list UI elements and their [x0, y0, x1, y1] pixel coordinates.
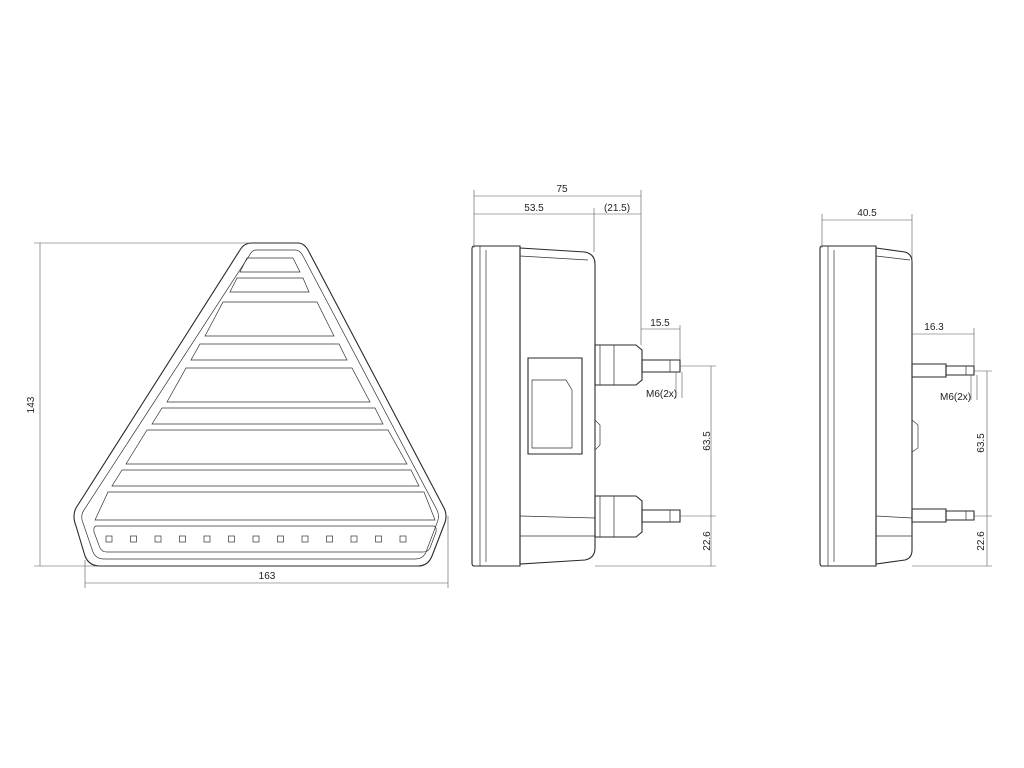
- front-height-label: 143: [26, 396, 37, 413]
- flat-thread-label: M6(2x): [940, 392, 971, 403]
- led-dot: [252, 535, 260, 543]
- front-outer-outline: [73, 242, 447, 567]
- lens-band-4: [111, 469, 420, 487]
- side-stud-lower-boss: [594, 495, 643, 538]
- led-dot: [399, 535, 407, 543]
- flat-stud-upper: [911, 363, 947, 378]
- led-dot: [350, 535, 358, 543]
- front-view: 143 163: [26, 242, 449, 588]
- led-dot: [154, 535, 162, 543]
- led-dot: [375, 535, 382, 543]
- side-stud-spacing-label: 63.5: [702, 431, 713, 451]
- flat-stud-lower: [911, 508, 947, 523]
- side-stud-depth-label: (21.5): [604, 203, 630, 214]
- side-housing: [519, 247, 596, 565]
- lens-segment-4: [125, 429, 408, 465]
- side-stud-lower: [641, 509, 681, 523]
- side-view-flat: 40.5 16.3 M6(2x) 63.5 22.6: [819, 208, 992, 567]
- led-dot: [130, 535, 137, 543]
- lens-segment-1: [239, 257, 301, 273]
- flat-stud-spacing-label: 63.5: [976, 433, 987, 453]
- lens-segment-2: [204, 301, 335, 337]
- flat-stud-length-label: 16.3: [924, 322, 944, 333]
- side-lens-plate: [471, 245, 521, 567]
- side-total-depth-label: 75: [556, 184, 568, 195]
- lens-band-3: [151, 407, 384, 425]
- front-width-label: 163: [259, 571, 276, 582]
- led-strip: [93, 525, 437, 553]
- flat-stud-offset-label: 22.6: [976, 531, 987, 551]
- led-dot: [179, 535, 186, 543]
- side-thread-label: M6(2x): [646, 389, 677, 400]
- led-dot: [326, 535, 333, 543]
- led-dot: [228, 535, 235, 543]
- lens-segment-3: [166, 367, 371, 403]
- led-dot: [203, 535, 211, 543]
- side-stud-upper: [641, 359, 681, 373]
- flat-housing: [875, 247, 913, 565]
- side-bracket: [527, 357, 583, 455]
- side-body-depth-label: 53.5: [524, 203, 544, 214]
- lens-band-2: [190, 343, 348, 361]
- led-dot: [277, 535, 284, 543]
- side-view: 75 53.5 (21.5) 15.5 M6(2x) 63.5 22.6: [471, 184, 716, 567]
- side-stud-length-label: 15.5: [650, 318, 670, 329]
- side-stud-upper-boss: [594, 344, 643, 386]
- flat-body-depth-label: 40.5: [857, 208, 877, 219]
- led-dot: [105, 535, 113, 543]
- front-inner-outline: [81, 249, 439, 560]
- lens-segment-5: [94, 491, 436, 521]
- side-stud-offset-label: 22.6: [702, 531, 713, 551]
- flat-lens-plate: [819, 245, 877, 567]
- led-dots: [105, 535, 407, 543]
- lens-band-1: [229, 277, 310, 293]
- led-dot: [301, 535, 309, 543]
